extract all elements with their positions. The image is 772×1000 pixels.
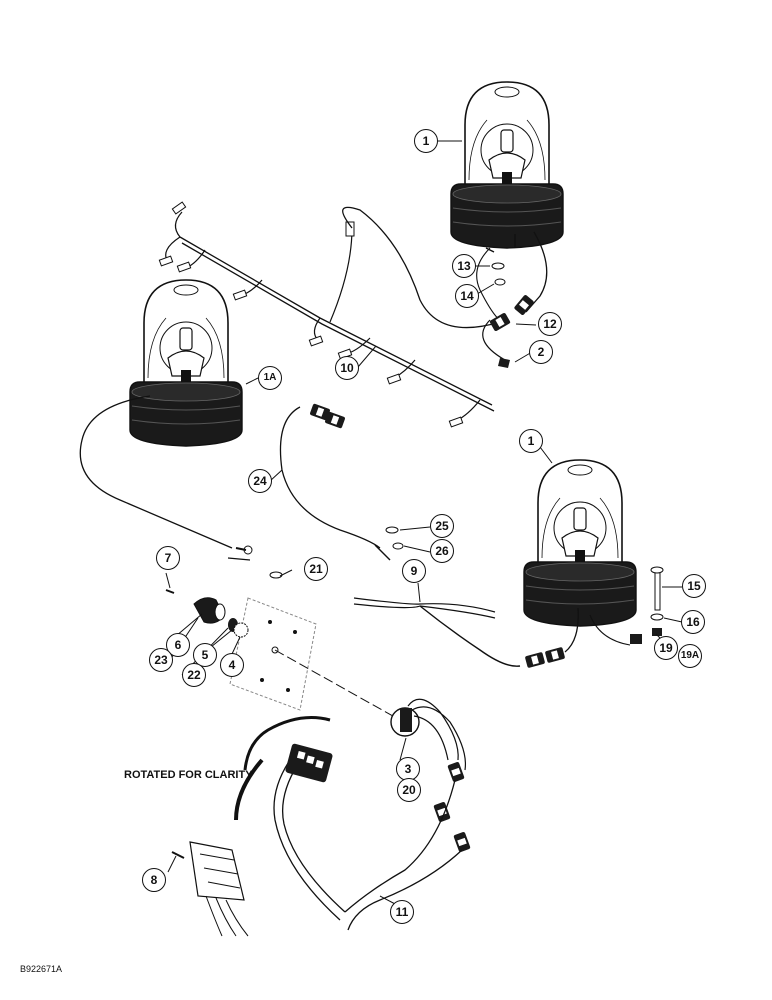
- callout-25: 25: [430, 514, 454, 538]
- callout-1: 1: [414, 129, 438, 153]
- callout-1: 1: [519, 429, 543, 453]
- callout-14: 14: [455, 284, 479, 308]
- callout-24: 24: [248, 469, 272, 493]
- callout-19a: 19A: [678, 644, 702, 668]
- callout-10: 10: [335, 356, 359, 380]
- callout-1a: 1A: [258, 366, 282, 390]
- callout-8: 8: [142, 868, 166, 892]
- callout-9: 9: [402, 559, 426, 583]
- callout-4: 4: [220, 653, 244, 677]
- callout-20: 20: [397, 778, 421, 802]
- callout-15: 15: [682, 574, 706, 598]
- callout-16: 16: [681, 610, 705, 634]
- rotated-for-clarity-note: ROTATED FOR CLARITY: [124, 769, 253, 781]
- callout-21: 21: [304, 557, 328, 581]
- callout-22: 22: [182, 663, 206, 687]
- callout-12: 12: [538, 312, 562, 336]
- callout-7: 7: [156, 546, 180, 570]
- callout-11: 11: [390, 900, 414, 924]
- callout-23: 23: [149, 648, 173, 672]
- figure-reference-code: B922671A: [20, 964, 63, 974]
- callout-2: 2: [529, 340, 553, 364]
- callout-13: 13: [452, 254, 476, 278]
- callout-19: 19: [654, 636, 678, 660]
- callout-26: 26: [430, 539, 454, 563]
